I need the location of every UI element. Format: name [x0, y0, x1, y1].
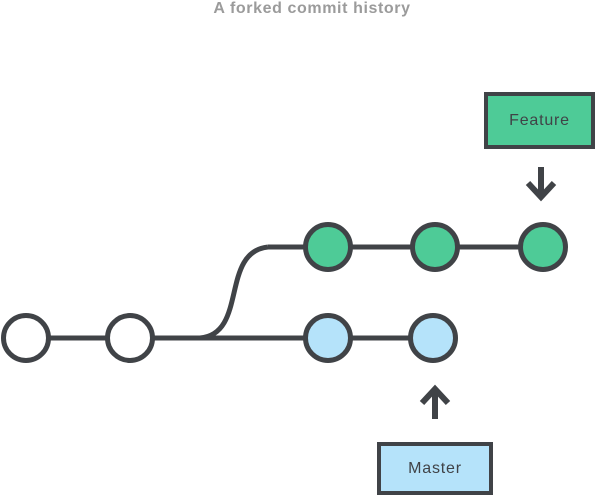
- diagram-title: A forked commit history: [213, 0, 411, 17]
- down-arrow-icon: [525, 167, 557, 202]
- commit-node-trunk-2: [105, 313, 155, 363]
- commit-node-feature-1: [303, 222, 353, 272]
- master-branch-label-text: Master: [408, 459, 462, 477]
- feature-branch-label-text: Feature: [509, 111, 570, 129]
- commit-node-feature-2: [410, 222, 460, 272]
- commit-node-master-1: [303, 313, 353, 363]
- up-arrow-icon: [419, 384, 451, 419]
- master-branch-label: Master: [377, 442, 493, 495]
- feature-branch-label: Feature: [484, 92, 595, 149]
- commit-node-trunk-1: [1, 313, 51, 363]
- commit-node-feature-3: [518, 222, 568, 272]
- commit-node-master-2: [408, 313, 458, 363]
- branch-fork-curve: [199, 244, 269, 341]
